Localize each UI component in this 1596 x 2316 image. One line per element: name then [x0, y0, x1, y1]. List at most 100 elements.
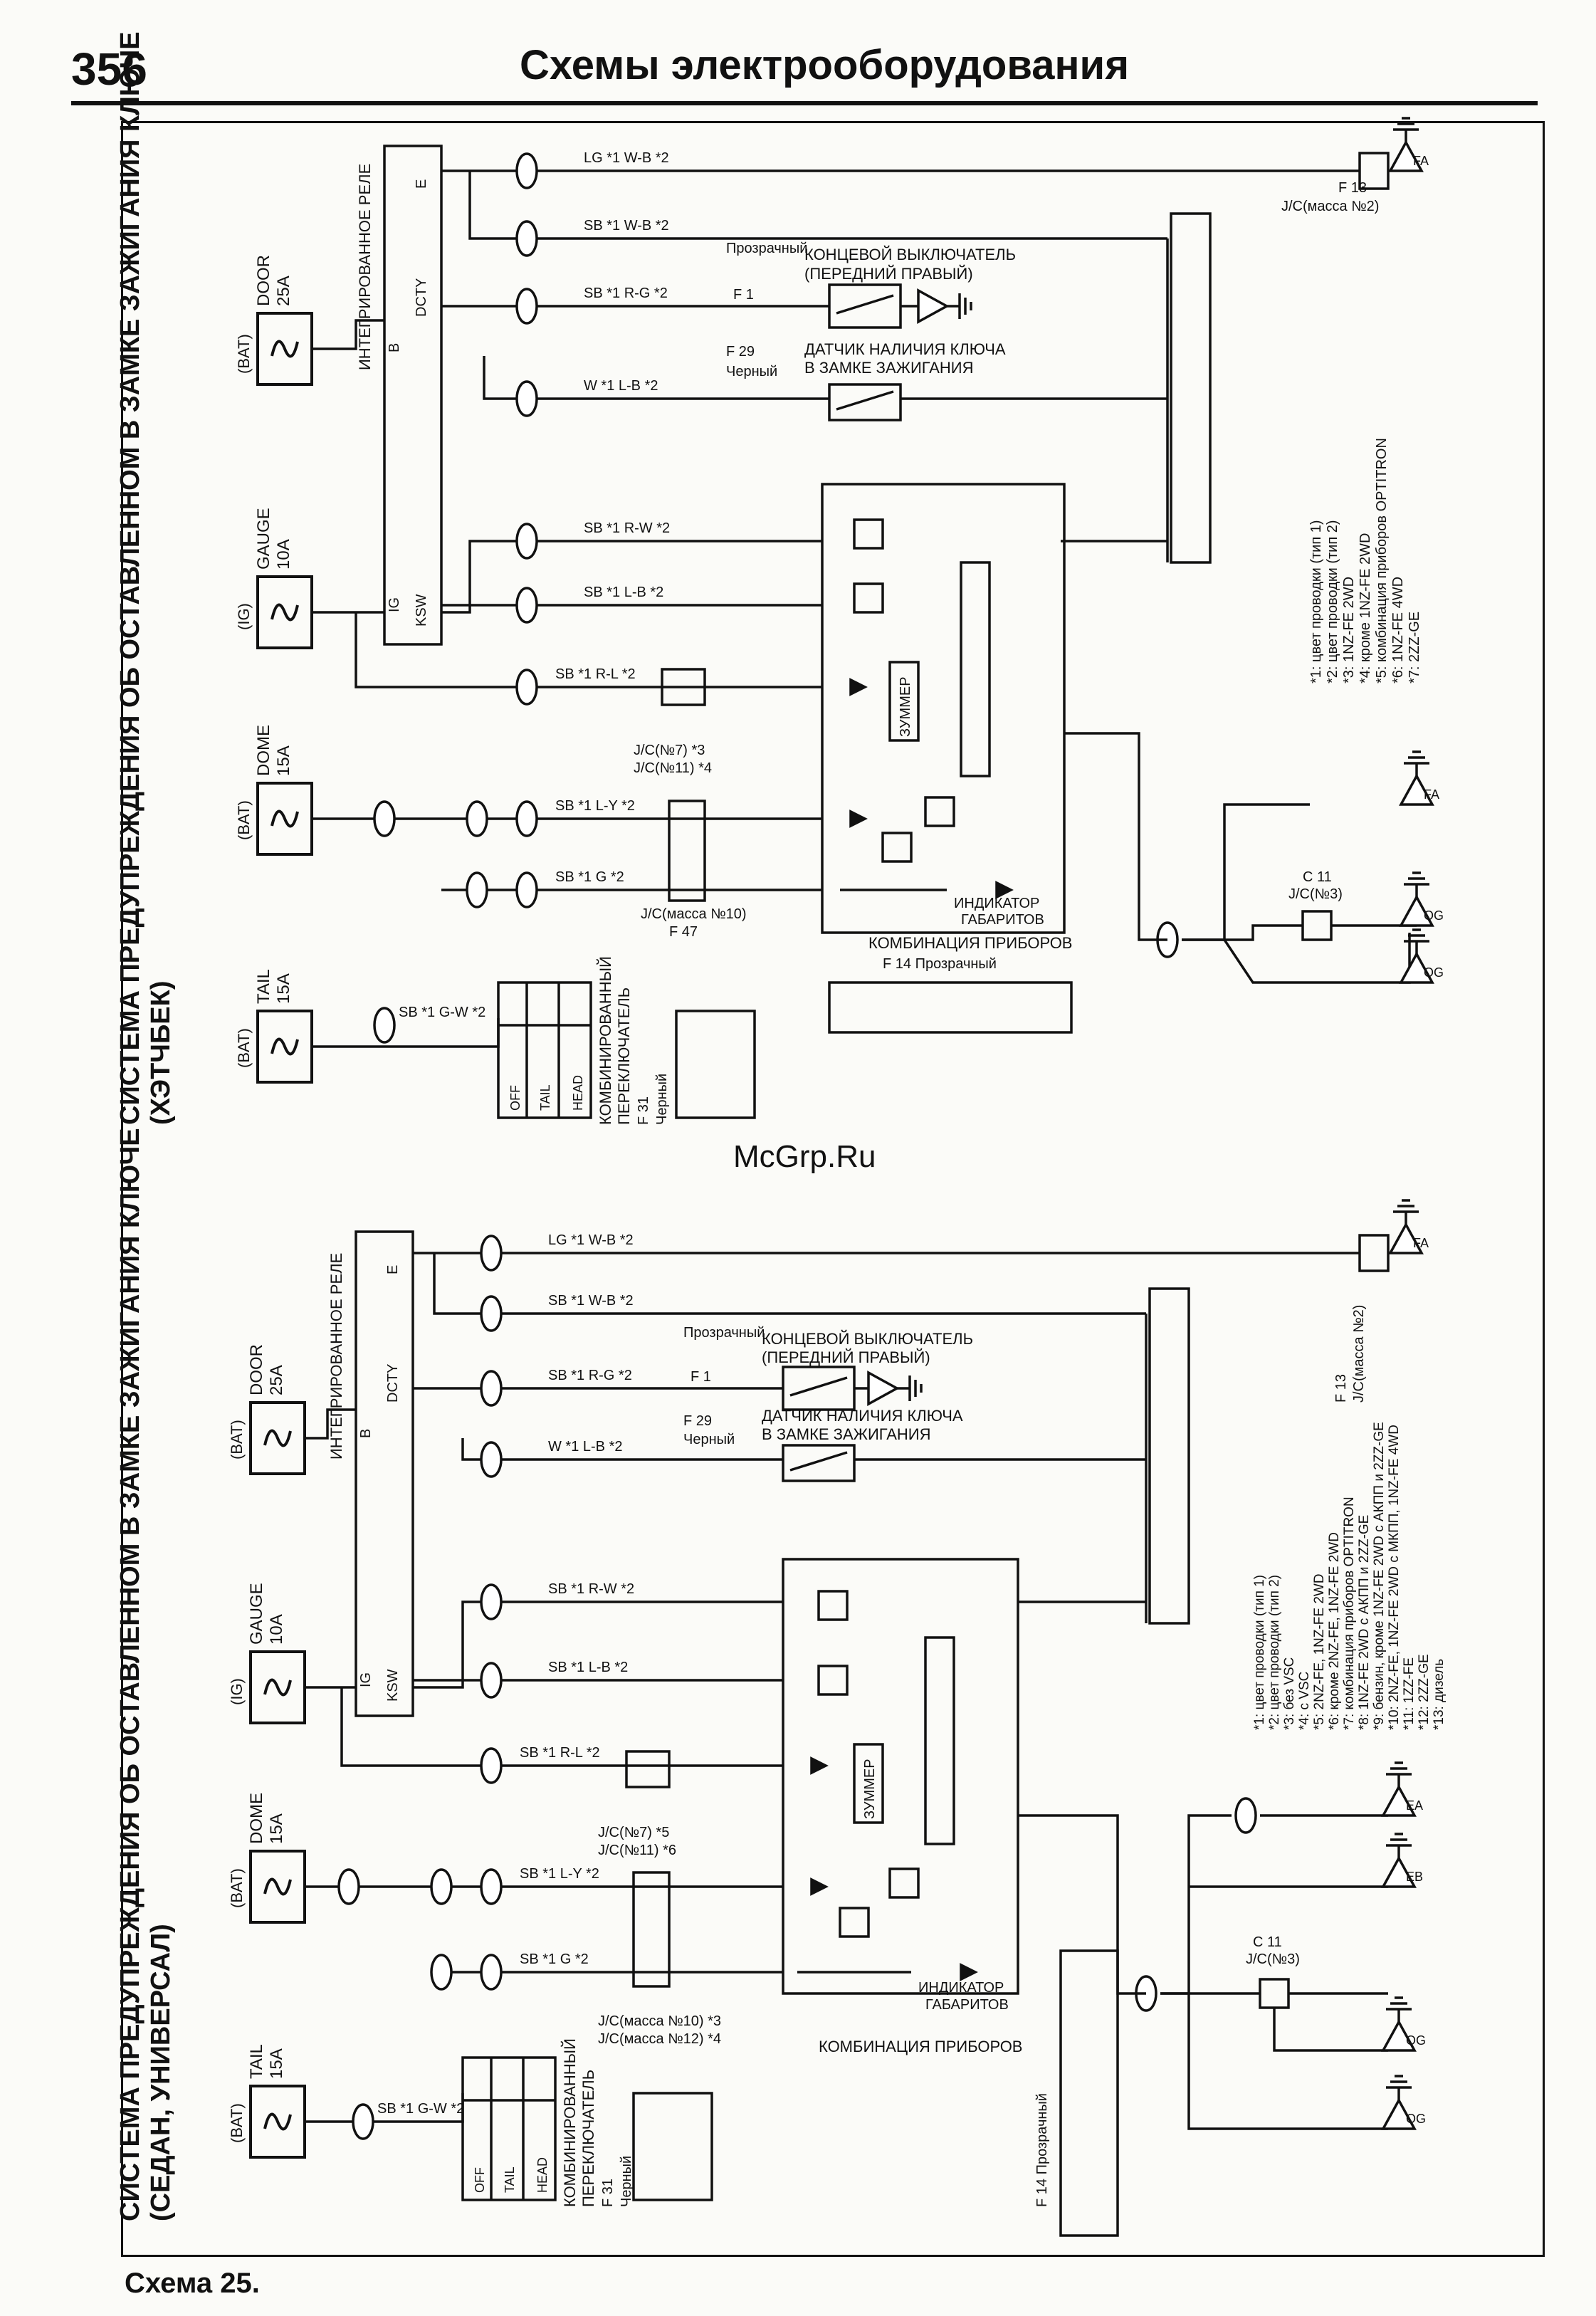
combo-switch-top	[497, 981, 592, 1119]
bottom-notes: *1: цвет проводки (тип 1) *2: цвет прово…	[1252, 1422, 1447, 1730]
fuse-gauge-top	[256, 575, 313, 649]
top-jc-3: J/C(№3)	[1288, 886, 1343, 902]
bottom-jc-c11: C 11	[1253, 1934, 1282, 1950]
bottom-wire-7-colors: SB *1 R-L *2	[520, 1745, 600, 1761]
fuse-gauge-top-rating: 10A	[274, 539, 293, 570]
key-sensor-top-code: F 29	[726, 344, 755, 360]
bottom-note-3: *3: без VSC	[1282, 1657, 1297, 1730]
combo-top-connector-icon	[675, 1010, 756, 1119]
ground-eb-bottom-label: EB	[1406, 1870, 1423, 1884]
fuse-dome-top-rating: 15A	[274, 745, 293, 776]
fuse-tail-top-supply: (BAT)	[235, 1028, 253, 1068]
top-jc-mass10: J/C(масса №10)	[641, 906, 747, 922]
indicator-top-line1: ИНДИКАТОР	[954, 896, 1039, 911]
combo-bottom-connector-icon	[632, 2092, 713, 2201]
top-title-line2: (ХЭТЧБЕК)	[146, 980, 176, 1125]
bottom-wire-8-colors: SB *1 L-Y *2	[520, 1866, 599, 1882]
top-diagram: СИСТЕМА ПРЕДУПРЕЖДЕНИЯ ОБ ОСТАВЛЕННОМ В …	[115, 31, 1444, 1125]
fuse-dome-bottom-supply: (BAT)	[228, 1868, 246, 1908]
door-switch-top-code: F 1	[733, 287, 754, 303]
combo-top-tail: TAIL	[538, 1084, 552, 1111]
bottom-title-line2: (СЕДАН, УНИВЕРСАЛ)	[146, 1924, 176, 2221]
top-wire-8-colors: SB *1 L-Y *2	[555, 798, 635, 814]
key-sensor-bottom-connector: Черный	[683, 1432, 735, 1447]
fuse-door-bottom-rating: 25A	[267, 1365, 286, 1395]
buzzer-bottom: ЗУММЕР	[862, 1759, 878, 1819]
top-note-5: *5: комбинация приборов OPTITRON	[1374, 438, 1390, 683]
door-switch-top-label-1: КОНЦЕВОЙ ВЫКЛЮЧАТЕЛЬ	[804, 246, 1016, 263]
bottom-note-2: *2: цвет проводки (тип 2)	[1267, 1575, 1282, 1730]
fuse-tail-top-name: TAIL	[254, 969, 273, 1004]
bottom-wire-9-colors: SB *1 G *2	[520, 1951, 589, 1967]
top-title-line1: СИСТЕМА ПРЕДУПРЕЖДЕНИЯ ОБ ОСТАВЛЕННОМ В …	[115, 31, 145, 1125]
figure-caption: Схема 25.	[125, 2268, 260, 2299]
key-sensor-bottom	[782, 1444, 856, 1482]
indicator-bottom-line2: ГАБАРИТОВ	[925, 1997, 1009, 2013]
bottom-title-line1: СИСТЕМА ПРЕДУПРЕЖДЕНИЯ ОБ ОСТАВЛЕННОМ В …	[115, 1128, 145, 2221]
top-notes: *1: цвет проводки (тип 1) *2: цвет прово…	[1308, 438, 1422, 683]
bottom-note-8: *8: 1NZ-FE 2WD с АКПП и 2ZZ-GE	[1357, 1515, 1372, 1730]
cluster-bottom-connector-icon	[1059, 1949, 1119, 2237]
bottom-jc-mass12: J/C(масса №12) *4	[598, 2031, 721, 2047]
bottom-jc-3: J/C(№3)	[1246, 1951, 1300, 1967]
top-note-1: *1: цвет проводки (тип 1)	[1308, 520, 1324, 683]
bottom-note-1: *1: цвет проводки (тип 1)	[1252, 1575, 1267, 1730]
combo-top-head: HEAD	[571, 1075, 585, 1111]
fuse-door-top	[256, 312, 313, 386]
top-connectors	[373, 152, 1179, 1044]
ground-fa-bottom-label: FA	[1413, 1236, 1429, 1250]
indicator-bottom-line1: ИНДИКАТОР	[918, 1980, 1004, 1996]
fuse-gauge-top-supply: (IG)	[235, 603, 253, 630]
fuse-door-top-supply: (BAT)	[235, 334, 253, 374]
key-sensor-bottom-label-1: ДАТЧИК НАЛИЧИЯ КЛЮЧА	[762, 1407, 963, 1425]
cluster-bottom	[782, 1558, 1019, 1995]
combo-bottom-label-2: ПЕРЕКЛЮЧАТЕЛЬ	[579, 2070, 597, 2207]
cluster-top-label: КОМБИНАЦИЯ ПРИБОРОВ	[868, 934, 1072, 952]
indicator-top-line2: ГАБАРИТОВ	[961, 912, 1044, 928]
bottom-wire-2-colors: SB *1 W-B *2	[548, 1293, 634, 1309]
fuse-dome-bottom	[249, 1850, 306, 1924]
cluster-bottom-connector: F 14 Прозрачный	[1034, 2093, 1050, 2207]
fuse-gauge-bottom	[249, 1650, 306, 1724]
bottom-note-11: *11: 1ZZ-FE	[1402, 1657, 1417, 1730]
combo-bottom-tail: TAIL	[503, 2166, 517, 2193]
top-wire-4-colors: W *1 L-B *2	[584, 378, 658, 394]
fuse-tail-bottom-name: TAIL	[247, 2044, 266, 2079]
key-sensor-top-label-2: В ЗАМКЕ ЗАЖИГАНИЯ	[804, 359, 973, 377]
bottom-note-9: *9: бензин, кроме 1NZ-FE 2WD с АКПП и 2Z…	[1372, 1422, 1387, 1730]
combo-switch-bottom	[461, 2056, 557, 2201]
combo-top-label-1: КОМБИНИРОВАННЫЙ	[597, 956, 614, 1125]
fuse-tail-bottom	[249, 2085, 306, 2159]
top-wire-3-colors: SB *1 R-G *2	[584, 285, 668, 301]
cluster-top	[821, 483, 1066, 934]
bottom-note-4: *4: с VSC	[1297, 1672, 1312, 1730]
ground-og-bottom-2-label: OG	[1406, 2112, 1426, 2126]
cluster-bottom-label: КОМБИНАЦИЯ ПРИБОРОВ	[819, 2038, 1022, 2055]
fuse-gauge-bottom-name: GAUGE	[247, 1583, 266, 1645]
bottom-note-5: *5: 2NZ-FE, 1NZ-FE 2WD	[1312, 1573, 1327, 1730]
top-note-4: *4: кроме 1NZ-FE 2WD	[1358, 533, 1373, 683]
relay-bottom-pin-ksw: KSW	[385, 1669, 401, 1702]
combo-bottom-color: Черный	[619, 2156, 634, 2207]
jc-bus-top	[1170, 212, 1212, 564]
door-switch-bottom-code: F 1	[691, 1369, 711, 1385]
fuse-door-top-name: DOOR	[254, 255, 273, 306]
relay-bottom	[355, 1230, 414, 1717]
ground-og-bottom-1-label: OG	[1406, 2033, 1426, 2048]
cluster-top-connector: F 14 Прозрачный	[883, 956, 997, 972]
page-number: 356	[71, 43, 147, 95]
top-jc-7: J/C(№7) *3	[634, 743, 705, 758]
top-wire-10-colors: SB *1 G-W *2	[399, 1005, 485, 1020]
bottom-wire-5-colors: SB *1 R-W *2	[548, 1581, 634, 1597]
fuse-dome-top-name: DOME	[254, 725, 273, 776]
relay-bottom-pin-e: E	[385, 1265, 401, 1274]
fuse-tail-bottom-supply: (BAT)	[228, 2103, 246, 2143]
page-frame	[121, 121, 1545, 2257]
top-wire-9-colors: SB *1 G *2	[555, 869, 624, 885]
top-wire-2-colors: SB *1 W-B *2	[584, 218, 669, 234]
fuse-dome-bottom-name: DOME	[247, 1793, 266, 1844]
fuse-dome-top	[256, 782, 313, 856]
combo-top-code: F 31	[636, 1096, 651, 1125]
door-switch-bottom-label-1: КОНЦЕВОЙ ВЫКЛЮЧАТЕЛЬ	[762, 1330, 973, 1348]
